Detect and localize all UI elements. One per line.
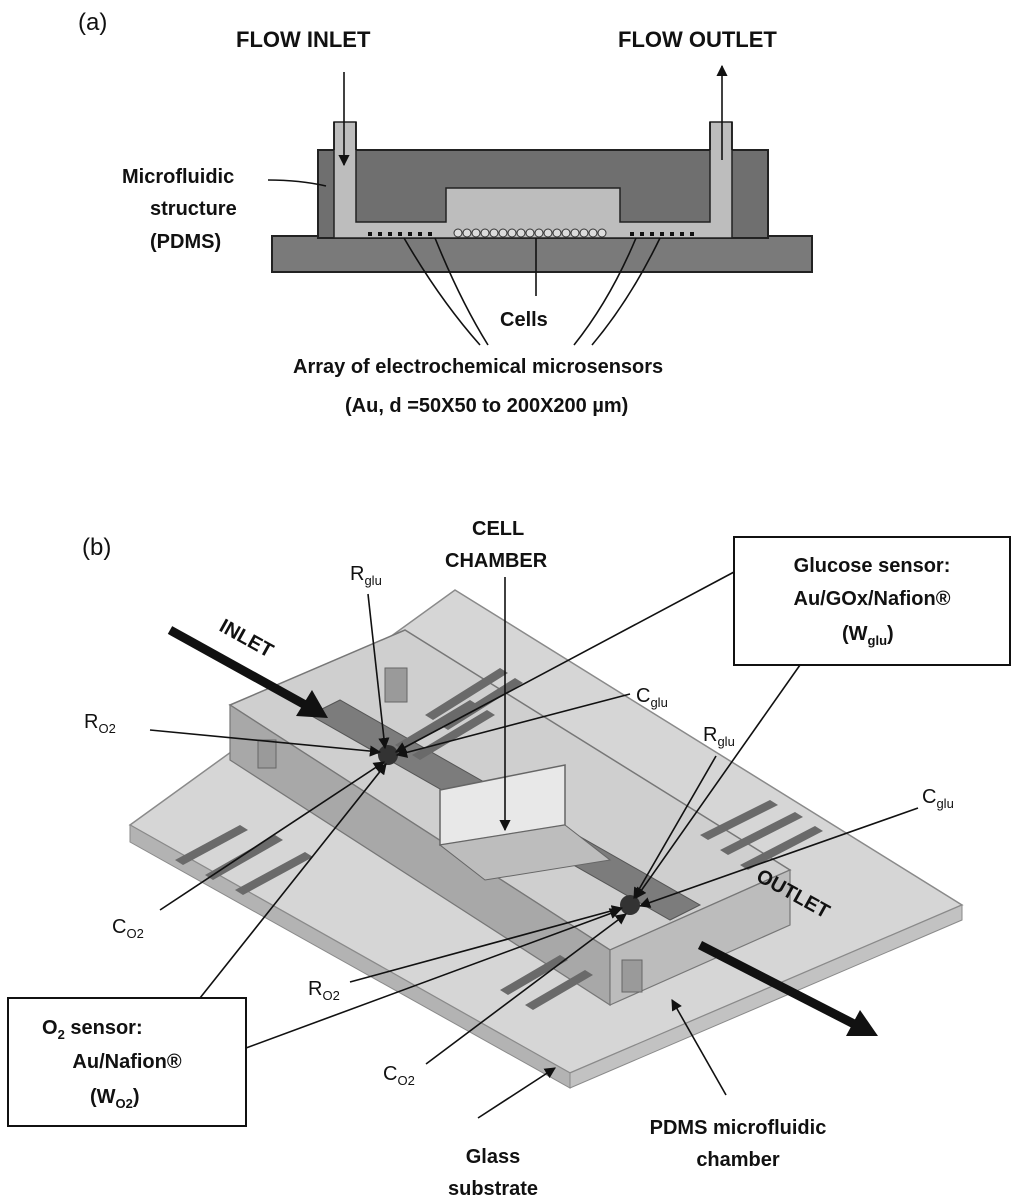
c-o2-right-label: CO2	[383, 1063, 415, 1088]
c-o2-left-label: CO2	[112, 916, 144, 941]
microfluidic-label-2: structure	[150, 198, 237, 220]
outlet-post	[621, 959, 643, 993]
panel-b: (b)	[7, 518, 1011, 1200]
panel-a: (a) FLOW INLET FLOW OUTLET	[78, 9, 813, 417]
microfluidic-label-1: Microfluidic	[122, 166, 234, 188]
array-label-2: (Au, d =50X50 to 200X200 µm)	[345, 395, 628, 417]
substrate-base	[271, 235, 813, 273]
right-site-leaders	[245, 664, 919, 1065]
cells-layer	[453, 228, 607, 238]
panel-a-label: (a)	[78, 9, 107, 36]
array-label-1: Array of electrochemical microsensors	[293, 356, 663, 378]
array-leader-2	[434, 237, 489, 346]
glass-substrate-edge-right	[569, 904, 963, 1089]
left-site-leaders	[149, 571, 735, 999]
glucose-sensor-material: Au/GOx/Nafion®	[794, 588, 951, 610]
inlet-post	[384, 667, 408, 703]
glass-substrate-arrow	[477, 1067, 556, 1119]
o2-sensor-title: O2 sensor:	[42, 1017, 143, 1042]
glucose-sensor-box	[733, 536, 1011, 666]
left-sensor-site	[378, 745, 398, 765]
c-glu-right-label: Cglu	[922, 786, 954, 811]
r-o2-right-label: RO2	[308, 978, 340, 1003]
glass-substrate-label-1: Glass	[466, 1146, 520, 1168]
left-post	[257, 739, 277, 769]
flow-inlet-label: FLOW INLET	[236, 27, 371, 52]
o2-w: (WO2)	[90, 1086, 140, 1111]
glucose-sensor-title: Glucose sensor:	[794, 555, 951, 577]
glucose-w: (Wglu)	[842, 623, 894, 648]
r-o2-left-label: RO2	[84, 711, 116, 736]
electrochemical-microsensors	[368, 232, 694, 236]
outlet-arrow-head	[846, 1010, 878, 1036]
right-sensor-site	[620, 895, 640, 915]
o2-sensor-box	[7, 997, 247, 1127]
pdms-chamber-label-2: chamber	[696, 1149, 780, 1171]
array-leader-3	[573, 237, 637, 346]
r-glu-right-label: Rglu	[703, 724, 735, 749]
inlet-arrow-shaft	[167, 626, 321, 716]
array-leader-4	[591, 237, 661, 346]
array-leader-1	[403, 237, 481, 346]
cells-label: Cells	[500, 309, 548, 331]
r-glu-left-label: Rglu	[350, 563, 382, 588]
inlet-arrow-head	[296, 690, 328, 718]
o2-sensor-material: Au/Nafion®	[72, 1051, 181, 1073]
glass-substrate-label-2: substrate	[448, 1178, 538, 1200]
outlet-arrow-shaft	[697, 940, 859, 1030]
electrode-strips	[175, 668, 823, 1010]
cell-chamber-label-2: CHAMBER	[445, 550, 548, 572]
pdms-chamber-label-1: PDMS microfluidic	[650, 1117, 827, 1139]
pdms-chamber-arrow	[671, 999, 727, 1096]
panel-b-label: (b)	[82, 534, 111, 561]
microfluidic-leader	[267, 179, 327, 187]
c-glu-left-label: Cglu	[636, 685, 668, 710]
pdms-chamber-side	[609, 869, 791, 1006]
microfluidic-label-3: (PDMS)	[150, 231, 221, 253]
flow-outlet-label: FLOW OUTLET	[618, 27, 777, 52]
cell-chamber-floor	[438, 824, 612, 881]
cell-chamber-label-1: CELL	[472, 518, 524, 540]
microchannel	[333, 121, 733, 239]
